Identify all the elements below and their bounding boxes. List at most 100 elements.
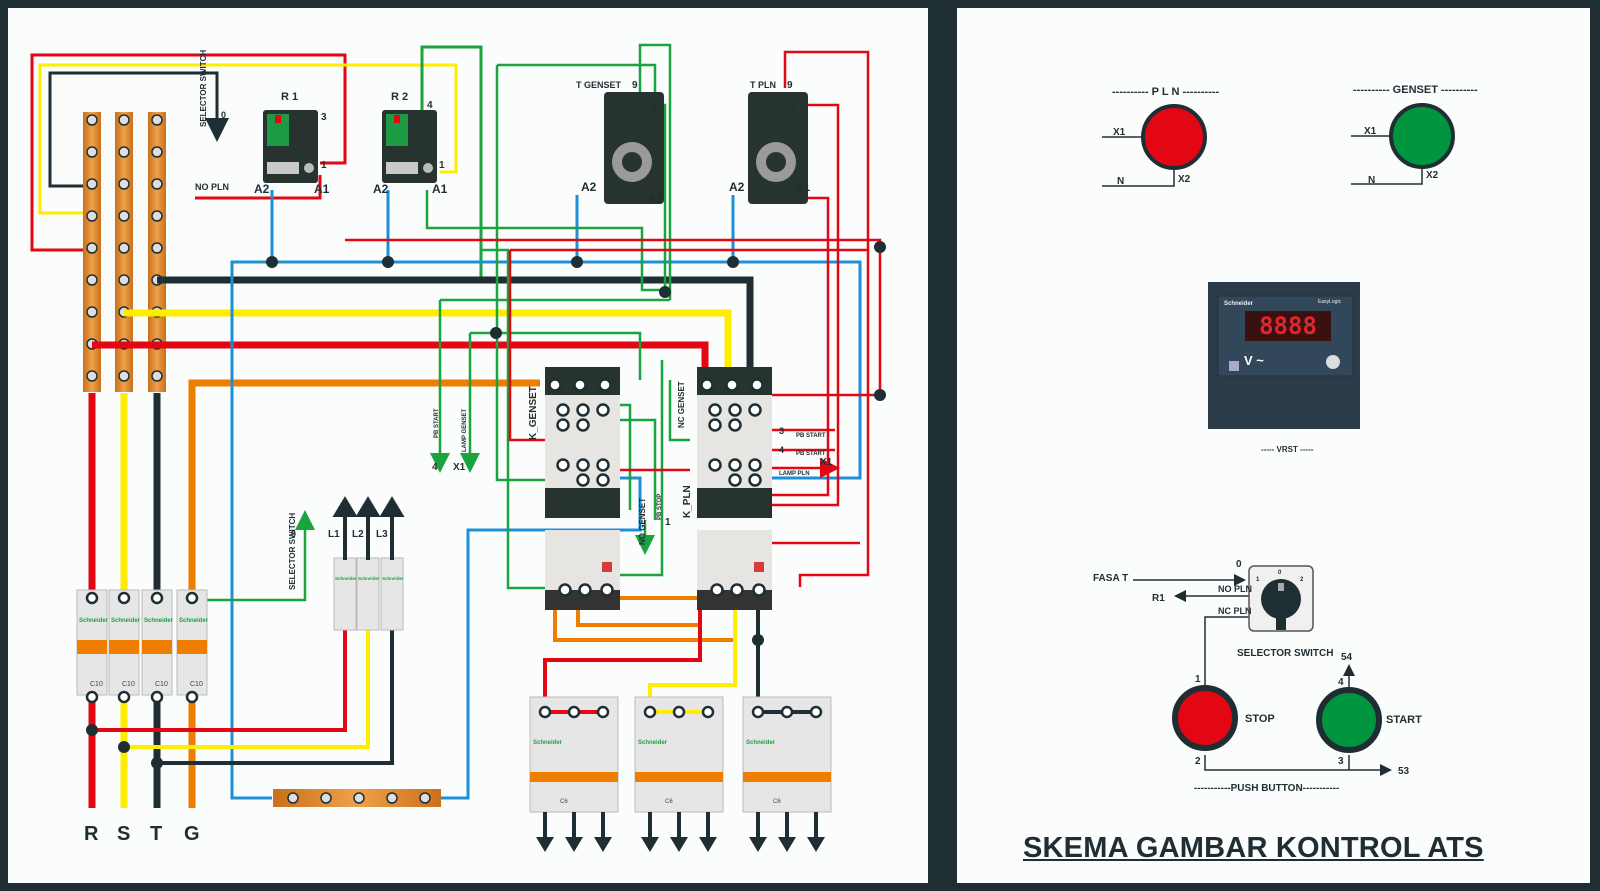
- busbar-terminal: [118, 114, 130, 126]
- svg-text:Schneider: Schneider: [335, 576, 357, 581]
- tg-a1: A1: [648, 192, 664, 206]
- pb-stop-label: PB STOP: [657, 494, 663, 520]
- contactor-terminal: [728, 403, 742, 417]
- pb-start-4-label: PB START: [796, 451, 826, 457]
- timer-t-pln[interactable]: [748, 92, 808, 204]
- pb-start-4-term: 4: [779, 445, 784, 455]
- contactor-terminal: [548, 378, 562, 392]
- r1-term-1: 1: [321, 160, 327, 171]
- relay-r2[interactable]: [382, 110, 437, 183]
- nc-pln-term: NC PLN: [1218, 606, 1252, 616]
- out-53: 53: [1398, 766, 1410, 777]
- busbar-terminal: [118, 274, 130, 286]
- busbar-terminal: [86, 146, 98, 158]
- busbar-terminal: [86, 306, 98, 318]
- label-t: T: [150, 823, 162, 845]
- junction-dot: [571, 256, 583, 268]
- no-pln-label: NO PLN: [195, 182, 229, 192]
- busbar-terminal: [86, 274, 98, 286]
- junction-dot: [659, 286, 671, 298]
- top-loop-wires: [30, 45, 483, 280]
- pln-n: N: [1117, 176, 1124, 187]
- contactor-terminal: [748, 458, 762, 472]
- contactor-terminal: [730, 583, 744, 597]
- tg-term-5: 5: [651, 102, 657, 113]
- lamp-mcb-wires: [92, 630, 394, 765]
- genset-header: ---------- GENSET ----------: [1353, 84, 1478, 96]
- genset-lamp: [1389, 103, 1455, 169]
- page-title: SKEMA GAMBAR KONTROL ATS: [1023, 832, 1484, 864]
- busbar-terminal: [118, 242, 130, 254]
- genset-x1: X1: [1364, 126, 1377, 137]
- junction-dot: [727, 256, 739, 268]
- fasa-t-label: FASA T: [1093, 573, 1128, 584]
- junction-dot: [118, 741, 130, 753]
- pln-x2: X2: [1178, 174, 1191, 185]
- k-genset-label: K_GENSET: [528, 386, 539, 440]
- k-pln-label: K_PLN: [682, 485, 693, 518]
- genset-n: N: [1368, 175, 1375, 186]
- meter-display: 8888: [1259, 312, 1317, 340]
- busbar-terminal: [86, 178, 98, 190]
- contactor-terminal: [708, 418, 722, 432]
- contactor-terminal: [556, 458, 570, 472]
- tp-a1: A1: [795, 180, 811, 194]
- r1-a2: A2: [254, 182, 270, 196]
- mcb-1p-group[interactable]: SchneiderC10SchneiderC10SchneiderC10Schn…: [76, 589, 209, 704]
- selector-bottom-term: 0: [291, 529, 296, 539]
- lamp-pln-term: X1: [820, 457, 833, 468]
- voltmeter: 8888 Schneider EasyLogic V ~ ----- VRST …: [1208, 282, 1360, 454]
- mcb-lamp: Schneider: [380, 557, 404, 631]
- timer-t-genset[interactable]: [604, 92, 664, 204]
- contactor-terminal: [558, 583, 572, 597]
- lamp-pln-label: LAMP PLN: [779, 471, 810, 477]
- junction-dot: [874, 241, 886, 253]
- tp-term-5: 5: [790, 100, 796, 111]
- busbar-terminal: [151, 242, 163, 254]
- timer-pln-label: T PLN: [750, 80, 776, 90]
- neutral-terminal: [320, 792, 332, 804]
- svg-text:C6: C6: [665, 799, 673, 805]
- r1-a1: A1: [314, 182, 330, 196]
- nc-genset-label: NC GENSET: [677, 381, 686, 428]
- selector-switch[interactable]: FASA T R1 0 NO PLN NC PLN 1 0 2 SELECTOR…: [1093, 559, 1333, 700]
- contactor-terminal: [728, 458, 742, 472]
- svg-text:Schneider: Schneider: [533, 740, 563, 746]
- r2-a2: A2: [373, 182, 389, 196]
- label-r: R: [84, 823, 99, 845]
- selector-pos-1: 1: [1256, 577, 1260, 583]
- relay-r1-label: R 1: [281, 91, 298, 103]
- contactor-terminal: [752, 583, 766, 597]
- stop-button[interactable]: [1172, 685, 1238, 751]
- neutral-terminal: [419, 792, 431, 804]
- tp-term-9: 9: [787, 80, 793, 91]
- svg-text:Schneider: Schneider: [179, 618, 209, 624]
- stop-label: STOP: [1245, 713, 1275, 725]
- start-button[interactable]: [1316, 687, 1382, 753]
- lamp-genset-label: LAMP GENSET: [462, 408, 468, 452]
- no-pln-term: NO PLN: [1218, 584, 1252, 594]
- contactor-terminal: [596, 403, 610, 417]
- junction-dot: [874, 389, 886, 401]
- neutral-busbar: [273, 789, 441, 807]
- svg-text:C10: C10: [190, 681, 203, 688]
- r2-term-1: 1: [439, 160, 445, 171]
- pb-start-3-term: 3: [779, 426, 784, 436]
- contactor-terminal: [576, 418, 590, 432]
- meter-unit: V ~: [1244, 353, 1264, 368]
- svg-text:Schneider: Schneider: [746, 740, 776, 746]
- junction-dot: [752, 634, 764, 646]
- out-54: 54: [1341, 652, 1353, 663]
- meter-enter-button[interactable]: [1326, 355, 1340, 369]
- label-s: S: [117, 823, 130, 845]
- relay-r1[interactable]: [263, 110, 318, 183]
- pln-header: ---------- P L N ----------: [1112, 86, 1219, 98]
- svg-text:C10: C10: [155, 681, 168, 688]
